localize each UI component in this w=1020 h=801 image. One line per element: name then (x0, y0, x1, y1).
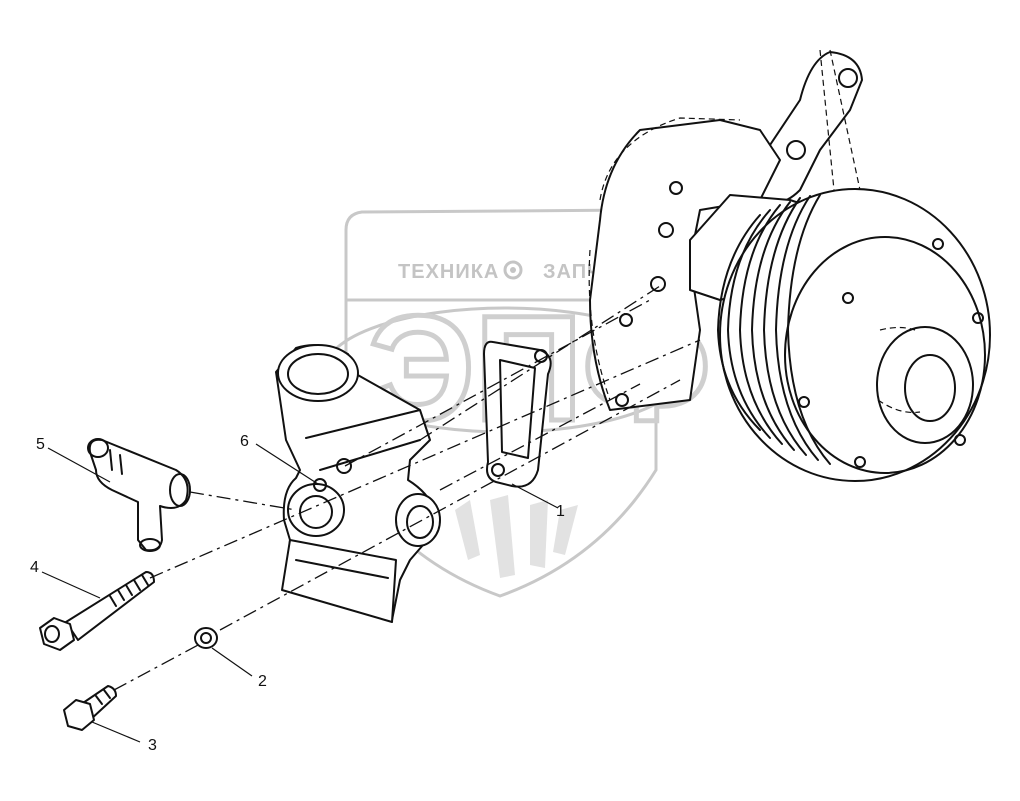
callout-2: 2 (258, 673, 267, 690)
pump-pulley (717, 188, 991, 482)
gear-icon (503, 260, 523, 280)
leader-2 (211, 647, 253, 677)
water-pump-assembly (588, 49, 991, 482)
wheat-icon (455, 495, 578, 578)
leader-1 (511, 483, 559, 509)
long-bolt-part-4 (39, 571, 155, 651)
callout-5: 5 (36, 436, 45, 453)
watermark-text-left: ТЕХНИКА (398, 261, 499, 283)
pump-back-plate (589, 119, 781, 411)
leader-6 (255, 443, 319, 485)
assembly-centerlines (113, 285, 701, 691)
thermostat-housing (275, 344, 441, 623)
callout-6: 6 (240, 433, 249, 450)
callouts: 1 2 3 4 5 6 (30, 433, 565, 754)
pump-bracket-arm (759, 51, 863, 205)
leader-4 (41, 571, 101, 599)
leader-5 (47, 447, 111, 483)
tee-fitting-part-5 (87, 438, 191, 552)
leader-3 (91, 721, 141, 743)
callout-3: 3 (148, 737, 157, 754)
short-bolt-part-3 (63, 685, 117, 731)
gasket-part-1 (483, 340, 552, 488)
callout-1: 1 (556, 503, 565, 520)
washer-part-2 (194, 627, 218, 649)
callout-4: 4 (30, 559, 39, 576)
